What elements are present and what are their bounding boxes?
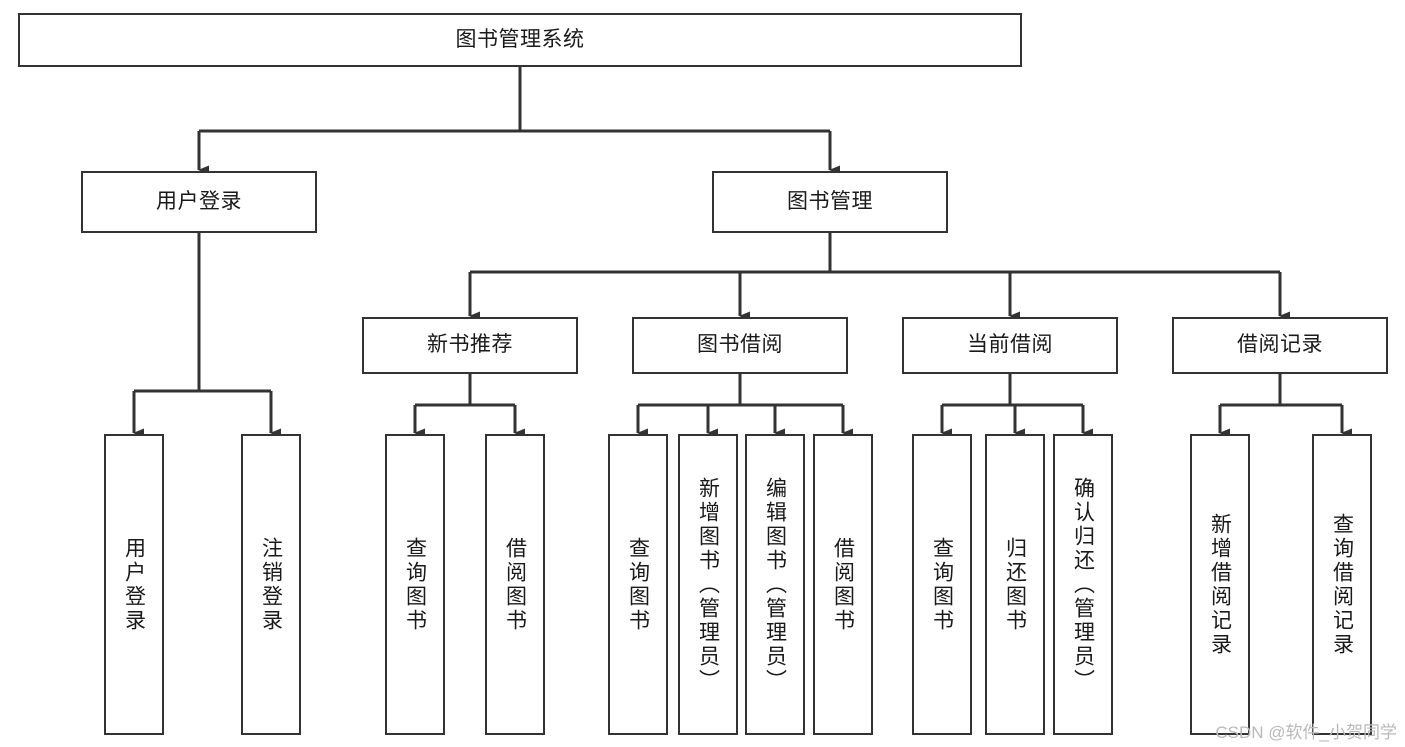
- node-label: 编辑图书（管理员）: [763, 476, 787, 693]
- node-label: 借阅记录: [1237, 333, 1323, 357]
- node-label: 图书借阅: [697, 333, 783, 357]
- leaf-return-book[interactable]: 归还图书: [985, 434, 1045, 735]
- node-label: 图书管理系统: [455, 27, 585, 51]
- leaf-confirm-return-admin[interactable]: 确认归还（管理员）: [1053, 434, 1113, 735]
- node-label: 查询图书: [930, 536, 954, 633]
- leaf-add-borrow-record[interactable]: 新增借阅记录: [1190, 434, 1250, 735]
- node-label: 查询图书: [626, 536, 650, 633]
- csdn-watermark: CSDN @软件_小贺同学: [1215, 723, 1397, 742]
- leaf-add-book-admin[interactable]: 新增图书（管理员）: [678, 434, 738, 735]
- leaf-edit-book-admin[interactable]: 编辑图书（管理员）: [745, 434, 805, 735]
- leaf-user-login[interactable]: 用户登录: [104, 434, 164, 735]
- node-label: 注销登录: [259, 536, 283, 633]
- node-label: 确认归还（管理员）: [1071, 476, 1095, 693]
- node-label: 新增图书（管理员）: [696, 476, 720, 693]
- node-current-borrow[interactable]: 当前借阅: [902, 317, 1118, 374]
- leaf-query-book-borrow[interactable]: 查询图书: [608, 434, 668, 735]
- node-label: 用户登录: [122, 536, 146, 633]
- node-root[interactable]: 图书管理系统: [18, 13, 1022, 67]
- node-label: 用户登录: [156, 189, 242, 213]
- leaf-query-book-recommend[interactable]: 查询图书: [385, 434, 445, 735]
- node-label: 借阅图书: [831, 536, 855, 633]
- node-label: 归还图书: [1003, 536, 1027, 633]
- node-label: 查询图书: [403, 536, 427, 633]
- node-label: 查询借阅记录: [1330, 512, 1354, 657]
- node-label: 借阅图书: [503, 536, 527, 633]
- node-label: 新书推荐: [427, 333, 513, 357]
- node-borrow-records[interactable]: 借阅记录: [1172, 317, 1388, 374]
- leaf-borrow-book[interactable]: 借阅图书: [813, 434, 873, 735]
- node-label: 新增借阅记录: [1208, 512, 1232, 657]
- leaf-borrow-book-recommend[interactable]: 借阅图书: [485, 434, 545, 735]
- node-book-borrow[interactable]: 图书借阅: [632, 317, 848, 374]
- node-new-book-recommend[interactable]: 新书推荐: [362, 317, 578, 374]
- leaf-query-borrow-record[interactable]: 查询借阅记录: [1312, 434, 1372, 735]
- node-label: 当前借阅: [967, 333, 1053, 357]
- node-label: 图书管理: [787, 189, 873, 213]
- node-book-management[interactable]: 图书管理: [712, 171, 948, 233]
- leaf-logout[interactable]: 注销登录: [241, 434, 301, 735]
- leaf-query-book-current[interactable]: 查询图书: [912, 434, 972, 735]
- node-user-login[interactable]: 用户登录: [81, 171, 317, 233]
